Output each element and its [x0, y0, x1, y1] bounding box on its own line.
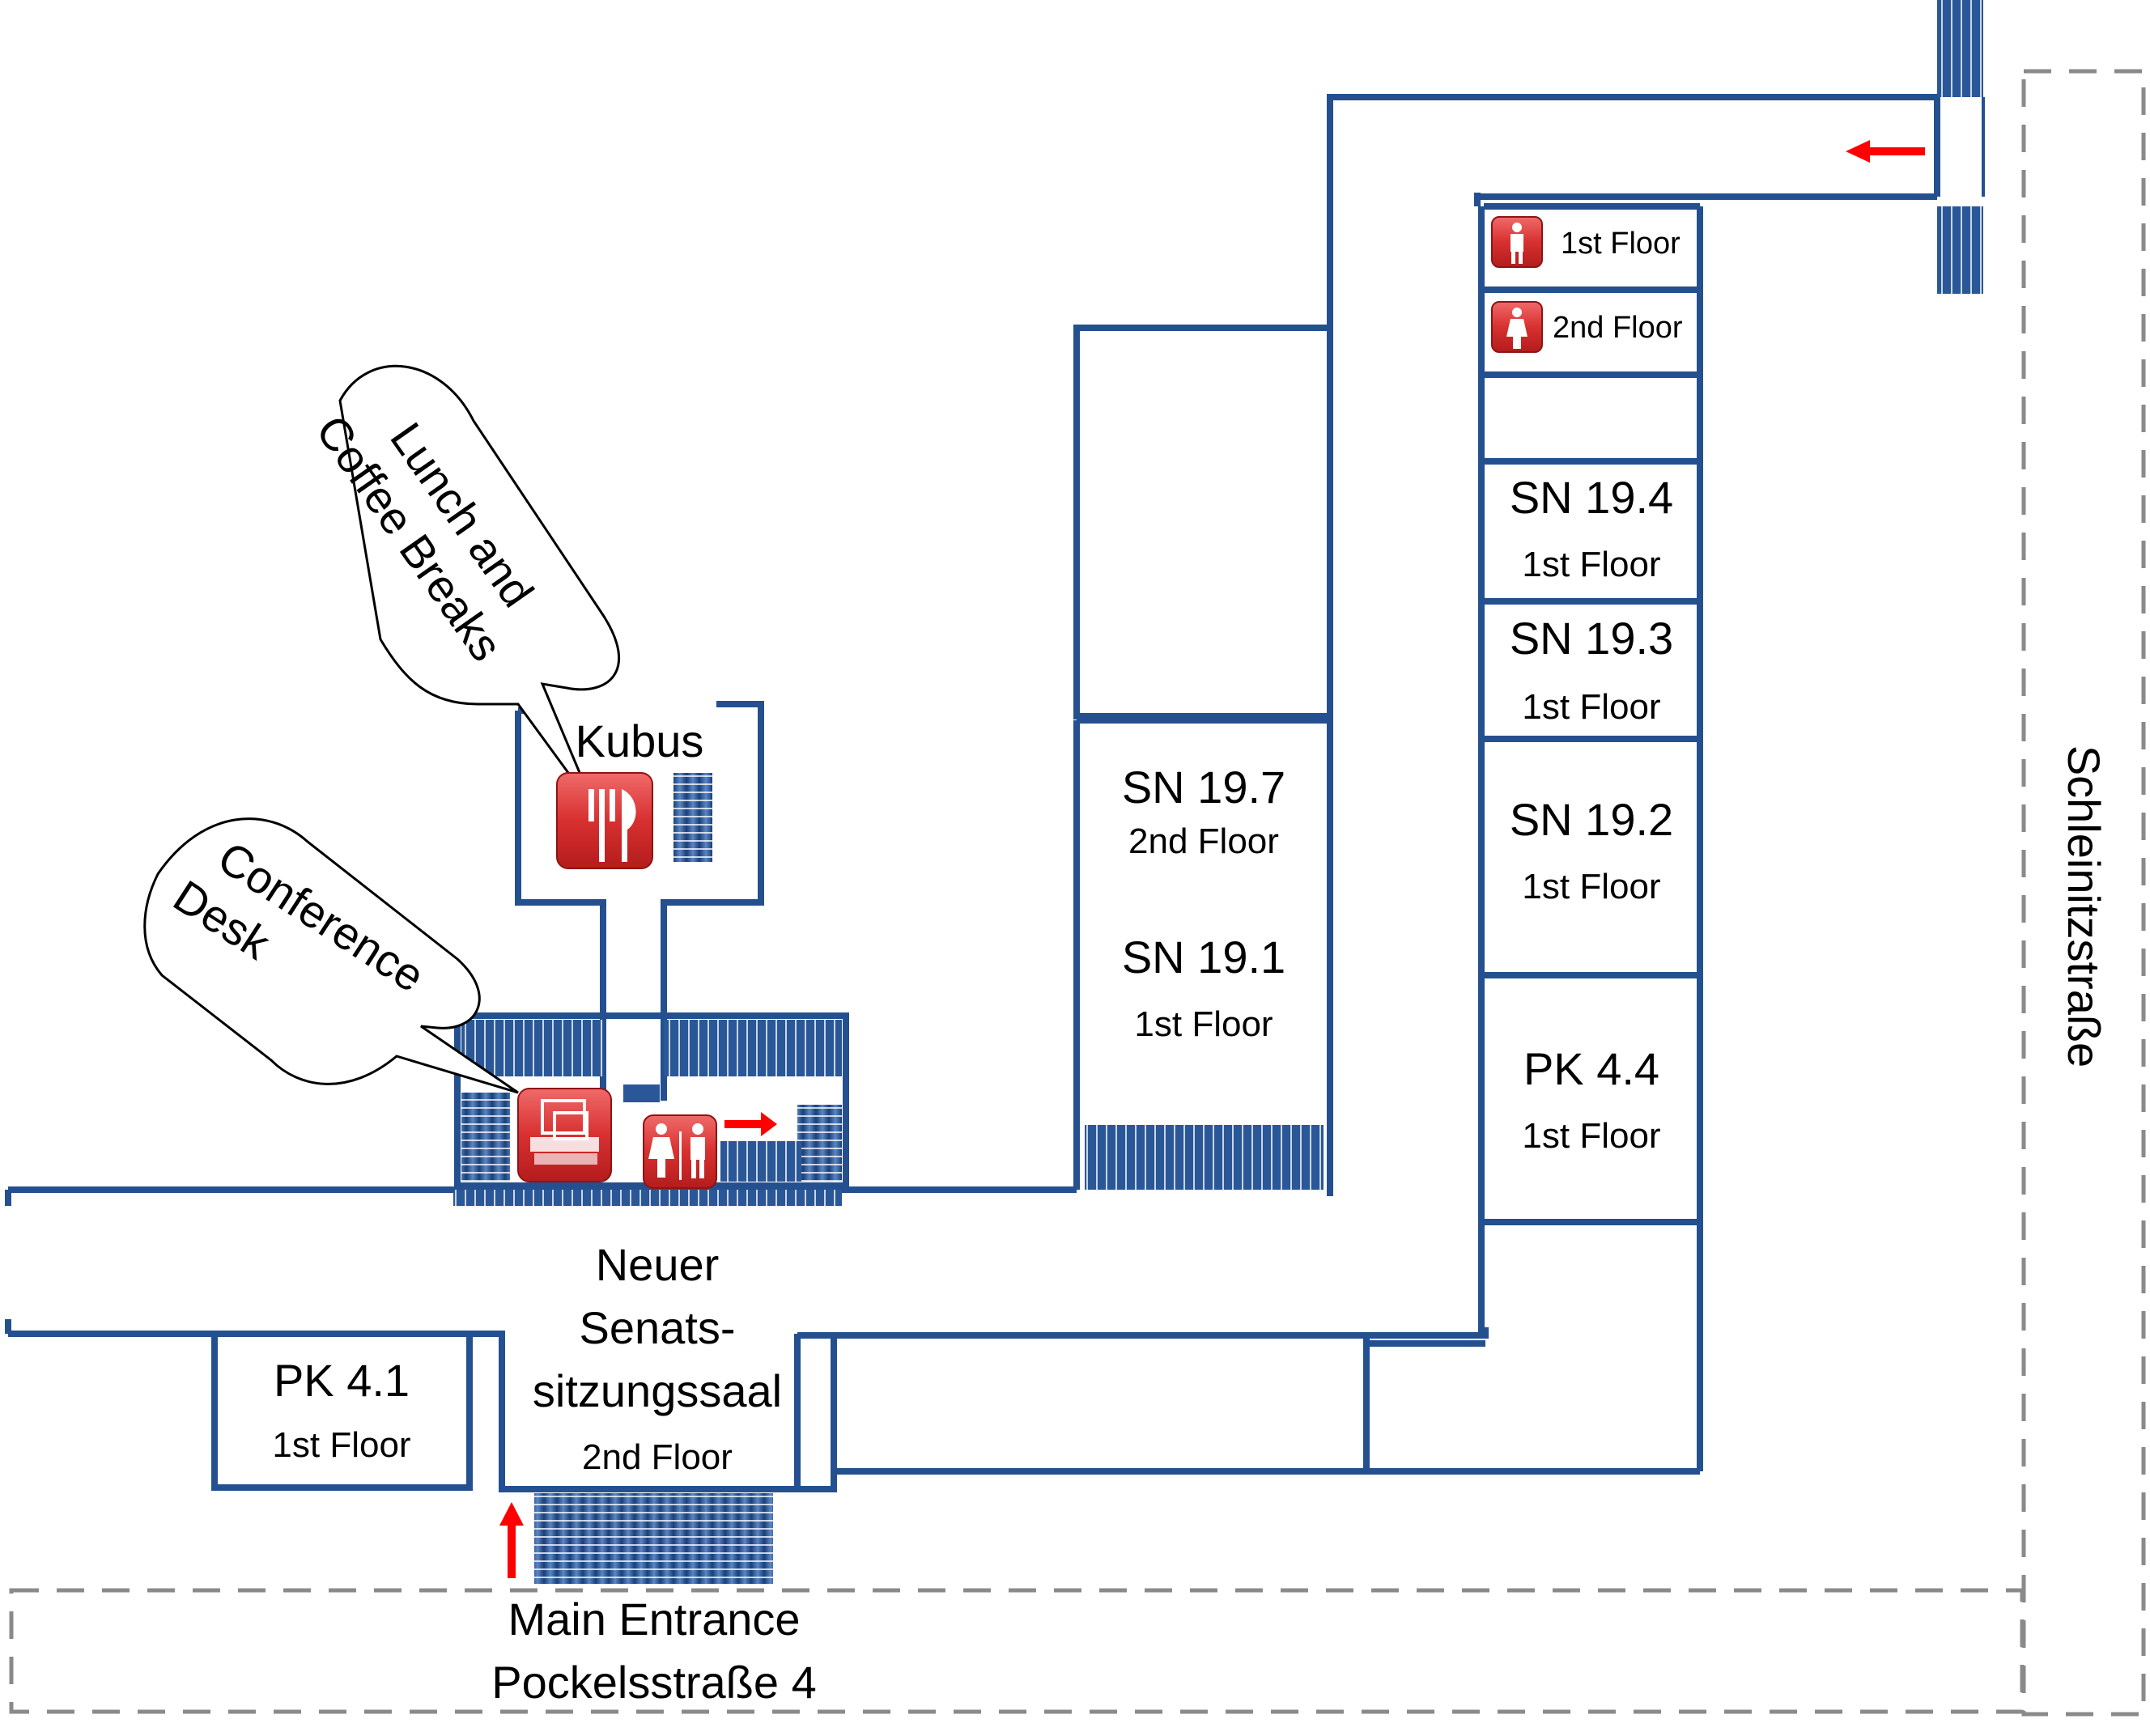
street-schleinitzstrasse-label: Schleinitzstraße [2059, 745, 2110, 1067]
room-sn191-name: SN 19.1 [1122, 932, 1285, 983]
room-pk44-name: PK 4.4 [1523, 1043, 1659, 1094]
conference-desk-icon [517, 1088, 612, 1182]
room-neuer-line3: sitzungssaal [533, 1365, 782, 1416]
stairs-icon [1085, 1125, 1324, 1190]
direction-arrow-icon [724, 1112, 777, 1136]
room-pk44-floor: 1st Floor [1522, 1116, 1660, 1156]
restroom-icon [643, 1114, 717, 1189]
stairs-icon [664, 1020, 842, 1076]
room-neuer-line1: Neuer [596, 1239, 720, 1290]
room-neuer-line2: Senats- [580, 1302, 736, 1353]
stairs-icon [461, 1020, 603, 1076]
room-sn197-floor: 2nd Floor [1128, 821, 1279, 861]
stairs-icon [461, 1093, 510, 1182]
room-neuer-floor: 2nd Floor [582, 1437, 733, 1477]
women-restroom-icon [1491, 301, 1543, 353]
callout-lunch: Lunch and Coffee Breaks [306, 364, 621, 810]
stairs-icon [1937, 206, 1983, 294]
street-schleinitzstrasse [2021, 69, 2146, 1717]
stairs-icon [797, 1105, 842, 1182]
room-sn192-name: SN 19.2 [1510, 794, 1673, 845]
stairs-icon [453, 1190, 842, 1206]
room-sn193-name: SN 19.3 [1510, 613, 1673, 664]
room-pk41-name: PK 4.1 [274, 1355, 410, 1406]
street-pockelsstrasse-label: Pockelsstraße 4 [491, 1657, 817, 1708]
stairs-group [453, 0, 1983, 1584]
room-kubus-label: Kubus [576, 715, 704, 766]
street-outlines [9, 69, 2146, 1717]
men-restroom-icon [1491, 216, 1543, 268]
callout-desk: Conference Desk [143, 817, 519, 1094]
direction-arrow-icon [1846, 140, 1925, 163]
room-pk41-floor: 1st Floor [272, 1425, 410, 1465]
room-sn197-name: SN 19.7 [1122, 762, 1285, 813]
stairs-icon [673, 773, 712, 862]
stairs-icon [534, 1493, 773, 1584]
stairs-icon [1937, 0, 1983, 97]
street-pockelsstrasse [9, 1588, 2025, 1714]
room-sn192-floor: 1st Floor [1522, 867, 1660, 906]
fork-knife-icon [556, 772, 653, 869]
building-walls [5, 94, 1985, 1492]
women-restroom-floor-label: 2nd Floor [1553, 311, 1683, 345]
stairs-icon [720, 1141, 801, 1182]
room-sn191-floor: 1st Floor [1134, 1004, 1273, 1044]
stairs-icon [623, 1084, 660, 1102]
room-sn194-floor: 1st Floor [1522, 545, 1660, 584]
men-restroom-floor-label: 1st Floor [1561, 227, 1680, 261]
main-entrance-label: Main Entrance [508, 1594, 800, 1645]
room-sn194-name: SN 19.4 [1510, 472, 1673, 523]
direction-arrow-icon [499, 1502, 524, 1578]
room-sn193-floor: 1st Floor [1522, 687, 1660, 727]
